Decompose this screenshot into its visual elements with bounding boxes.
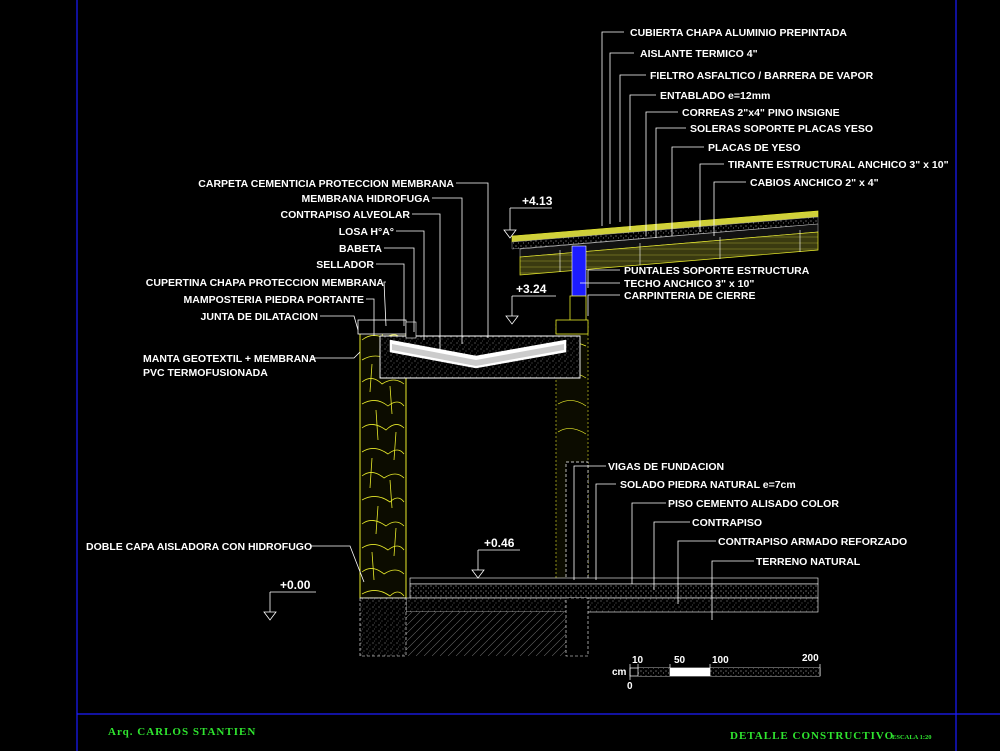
level-413: +4.13	[522, 194, 553, 208]
roof-assembly	[511, 210, 819, 333]
label-geotextil-2: PVC TERMOFUSIONADA	[143, 367, 268, 379]
label-placas: PLACAS DE YESO	[708, 142, 801, 154]
footer-title: DETALLE CONSTRUCTIVO	[730, 730, 894, 742]
label-losa: LOSA H°A°	[339, 226, 394, 238]
leader-lines	[310, 31, 754, 620]
label-doble-capa: DOBLE CAPA AISLADORA CON HIDROFUGO	[86, 541, 312, 553]
label-contrapiso-alveolar: CONTRAPISO ALVEOLAR	[280, 209, 410, 221]
label-piso: PISO CEMENTO ALISADO COLOR	[668, 498, 839, 510]
scale-unit: cm	[612, 667, 627, 678]
label-cabios: CABIOS ANCHICO 2" x 4"	[750, 177, 879, 189]
footer-scale: ESCALA 1:20	[892, 734, 932, 741]
label-sellador: SELLADOR	[316, 259, 374, 271]
roof-labels: CUBIERTA CHAPA ALUMINIO PREPINTADA AISLA…	[630, 27, 949, 189]
label-solado: SOLADO PIEDRA NATURAL e=7cm	[620, 479, 796, 491]
label-terreno: TERRENO NATURAL	[756, 556, 861, 568]
floor-foundation	[359, 577, 819, 657]
low-right-labels: VIGAS DE FUNDACION SOLADO PIEDRA NATURAL…	[608, 461, 907, 568]
label-puntales: PUNTALES SOPORTE ESTRUCTURA	[624, 265, 810, 277]
label-carpinteria: CARPINTERIA DE CIERRE	[624, 290, 755, 302]
label-junta: JUNTA DE DILATACION	[201, 311, 318, 323]
label-carpeta: CARPETA CEMENTICIA PROTECCION MEMBRANA	[198, 178, 454, 190]
label-entablado: ENTABLADO e=12mm	[660, 90, 770, 102]
label-mamposteria: MAMPOSTERIA PIEDRA PORTANTE	[184, 294, 364, 306]
label-fieltro: FIELTRO ASFALTICO / BARRERA DE VAPOR	[650, 70, 874, 82]
label-correas: CORREAS 2"x4" PINO INSIGNE	[682, 107, 840, 119]
scale-50: 50	[674, 655, 686, 666]
drawing-frame	[76, 0, 1000, 751]
label-aislante: AISLANTE TERMICO 4"	[640, 48, 758, 60]
label-soleras: SOLERAS SOPORTE PLACAS YESO	[690, 123, 873, 135]
mid-right-labels: PUNTALES SOPORTE ESTRUCTURA TECHO ANCHIC…	[624, 265, 810, 302]
flat-roof-slab	[379, 321, 581, 379]
label-contrapiso-armado: CONTRAPISO ARMADO REFORZADO	[718, 536, 907, 548]
scale-0: 0	[627, 681, 633, 692]
label-geotextil-1: MANTA GEOTEXTIL + MEMBRANA	[143, 353, 317, 365]
scale-100: 100	[712, 655, 729, 666]
level-texts: +4.13 +3.24 +0.46 +0.00	[280, 194, 553, 592]
level-046: +0.46	[484, 536, 515, 550]
label-cupertina: CUPERTINA CHAPA PROTECCION MEMBRANA	[146, 277, 385, 289]
level-marks	[263, 207, 556, 621]
footer-author: Arq. CARLOS STANTIEN	[108, 726, 256, 738]
level-324: +3.24	[516, 282, 547, 296]
scale-200: 200	[802, 653, 819, 664]
level-000: +0.00	[280, 578, 311, 592]
label-babeta: BABETA	[339, 243, 382, 255]
label-techo: TECHO ANCHICO 3" x 10"	[624, 278, 754, 290]
label-contrapiso: CONTRAPISO	[692, 517, 762, 529]
scale-bar: cm 0 10 50 100 200	[612, 653, 821, 692]
left-labels: CARPETA CEMENTICIA PROTECCION MEMBRANA M…	[86, 178, 454, 553]
scale-10: 10	[632, 655, 644, 666]
label-membrana: MEMBRANA HIDROFUGA	[301, 193, 430, 205]
label-vigas: VIGAS DE FUNDACION	[608, 461, 724, 473]
label-tirante: TIRANTE ESTRUCTURAL ANCHICO 3" x 10"	[728, 159, 949, 171]
title-block: Arq. CARLOS STANTIEN DETALLE CONSTRUCTIV…	[108, 726, 932, 742]
label-cubierta: CUBIERTA CHAPA ALUMINIO PREPINTADA	[630, 27, 847, 39]
